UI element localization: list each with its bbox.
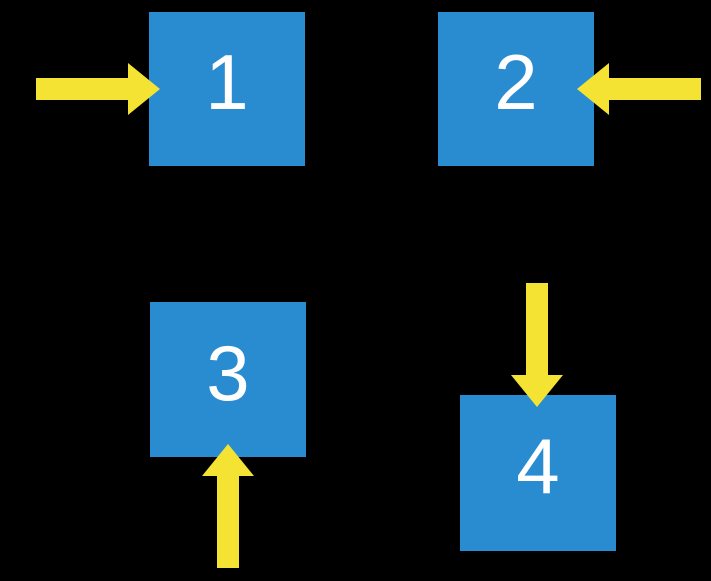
up-arrow-into-box-3 — [202, 444, 254, 568]
right-arrow-shape — [36, 63, 160, 115]
box-3-label: 3 — [206, 328, 250, 417]
box-3: 3 — [150, 302, 306, 457]
box-2: 2 — [438, 12, 594, 166]
up-arrow-shape — [202, 444, 254, 568]
box-4-label: 4 — [516, 422, 560, 510]
box-2-label: 2 — [494, 38, 538, 126]
down-arrow-shape — [511, 283, 563, 407]
right-arrow-into-box-1 — [36, 63, 160, 115]
box-1-label: 1 — [205, 38, 249, 126]
box-4: 4 — [460, 395, 616, 551]
left-arrow-shape — [577, 63, 701, 115]
down-arrow-into-box-4 — [511, 283, 563, 407]
box-1: 1 — [149, 12, 305, 166]
left-arrow-into-box-2 — [577, 63, 701, 115]
